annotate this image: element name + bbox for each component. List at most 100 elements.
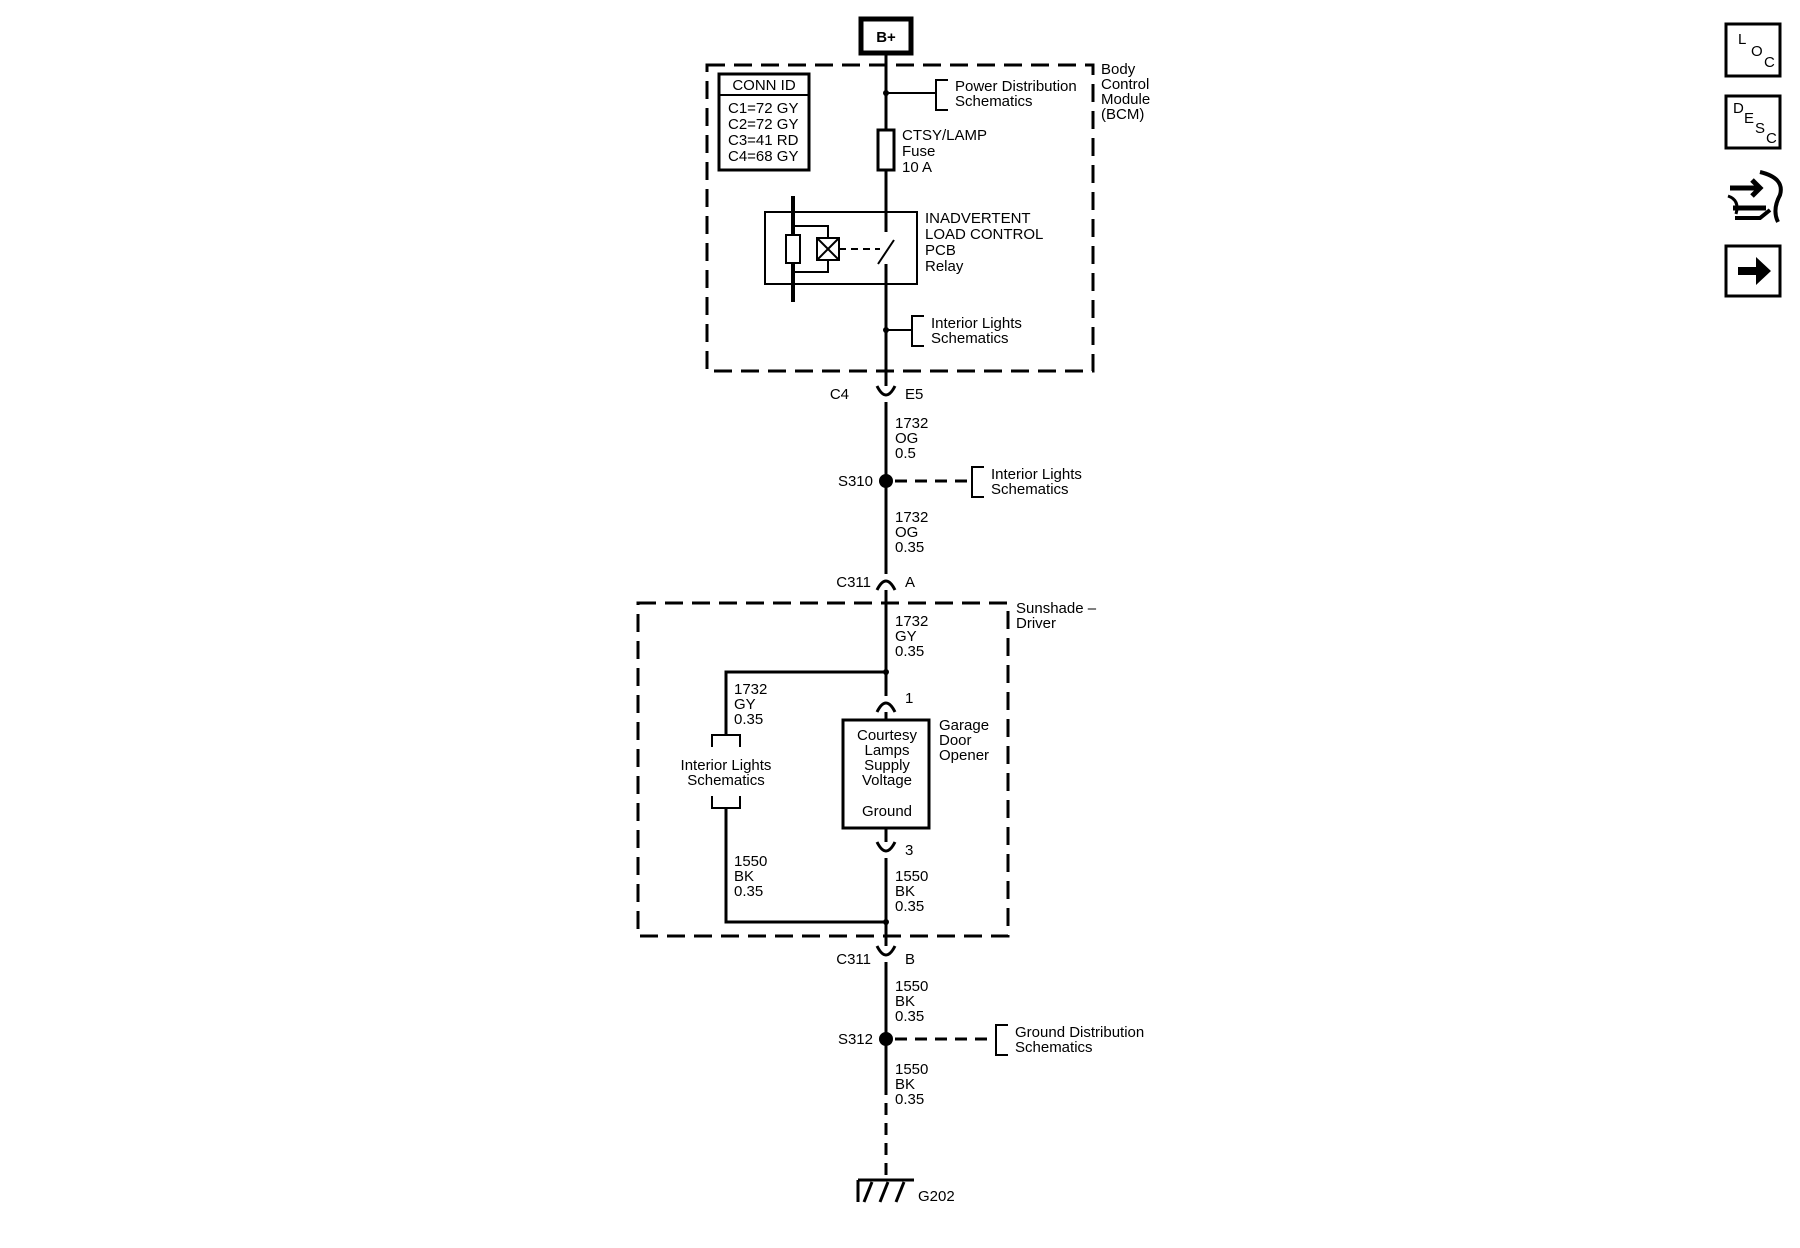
wire-out-circuit: 1550	[895, 868, 928, 885]
power-source-b-plus: B+	[858, 16, 914, 56]
wire-4-label: 1550 BK 0.35	[895, 1061, 928, 1108]
ground-label: G202	[918, 1188, 955, 1205]
sunshade-left-wire-bottom-label: 1550 BK 0.35	[734, 853, 767, 900]
relay-label-4: Relay	[925, 258, 964, 275]
s310-ref-1: Interior Lights	[991, 466, 1082, 483]
box-text-1: Courtesy	[857, 727, 918, 744]
power-ref-line-2: Schematics	[955, 93, 1033, 110]
conn-id-table: CONN ID C1=72 GY C2=72 GY C3=41 RD C4=68…	[717, 72, 811, 172]
loc-button[interactable]: L O C	[1724, 22, 1782, 78]
wire-1-circuit: 1732	[895, 415, 928, 432]
sunshade-wire-in-color: GY	[895, 628, 917, 645]
sunshade-wire-in-label: 1732 GY 0.35	[895, 613, 928, 660]
sunshade-wire-in-gauge: 0.35	[895, 643, 924, 660]
component-label-3: Opener	[939, 747, 989, 764]
wire-3-circuit: 1550	[895, 978, 928, 995]
desc-letter-c: C	[1766, 130, 1777, 147]
sunshade-interior-lights-ref: Interior Lights Schematics	[681, 734, 772, 809]
wire-out-color: BK	[895, 883, 915, 900]
power-distribution-ref: Power Distribution Schematics	[883, 78, 1077, 111]
desc-letter-e: E	[1744, 110, 1754, 127]
sunshade-interior-ref-2: Schematics	[687, 772, 765, 789]
garage-door-opener: Courtesy Lamps Supply Voltage Ground Gar…	[841, 717, 989, 830]
pin-1-label: 1	[905, 690, 913, 707]
left-top-color: GY	[734, 696, 756, 713]
sunshade-label-1: Sunshade –	[1016, 600, 1097, 617]
sunshade-wire-in-circuit: 1732	[895, 613, 928, 630]
sunshade-label-2: Driver	[1016, 615, 1056, 632]
conn-id-row-2: C2=72 GY	[728, 116, 798, 133]
wire-4-gauge: 0.35	[895, 1091, 924, 1108]
bcm-interior-lights-ref: Interior Lights Schematics	[883, 315, 1022, 347]
wire-2-label: 1732 OG 0.35	[895, 509, 928, 556]
bcm-label-4: (BCM)	[1101, 106, 1144, 123]
box-text-4: Voltage	[862, 772, 912, 789]
power-source-label: B+	[876, 29, 896, 46]
wire-3-label: 1550 BK 0.35	[895, 978, 928, 1025]
connector-c311a-right: A	[905, 574, 915, 591]
s310-ref-2: Schematics	[991, 481, 1069, 498]
wire-3-gauge: 0.35	[895, 1008, 924, 1025]
loc-letter-o: O	[1751, 43, 1763, 60]
bcm-interior-ref-2: Schematics	[931, 330, 1009, 347]
conn-id-row-1: C1=72 GY	[728, 100, 798, 117]
connector-c4: C4 E5	[830, 385, 923, 403]
conn-id-row-3: C3=41 RD	[728, 132, 799, 149]
component-label-2: Door	[939, 732, 972, 749]
s312-ref-1: Ground Distribution	[1015, 1024, 1144, 1041]
loc-letter-c: C	[1764, 54, 1775, 71]
wire-out-gauge: 0.35	[895, 898, 924, 915]
fuse-label-1: CTSY/LAMP	[902, 127, 987, 144]
arrow-right-icon	[1738, 257, 1771, 285]
connector-c311a-left: C311	[836, 574, 871, 591]
left-bottom-color: BK	[734, 868, 754, 885]
left-top-circuit: 1732	[734, 681, 767, 698]
wire-2-color: OG	[895, 524, 918, 541]
component-label-1: Garage	[939, 717, 989, 734]
sunshade-left-wire-top-label: 1732 GY 0.35	[734, 681, 767, 728]
splice-s310: S310 Interior Lights Schematics	[838, 466, 1082, 498]
bcm-interior-ref-1: Interior Lights	[931, 315, 1022, 332]
connector-c311b-left: C311	[836, 951, 871, 968]
connector-c4-right: E5	[905, 386, 923, 403]
wire-1-gauge: 0.5	[895, 445, 916, 462]
connector-icon[interactable]	[1727, 170, 1783, 223]
wire-1-color: OG	[895, 430, 918, 447]
sunshade-interior-ref-1: Interior Lights	[681, 757, 772, 774]
desc-letter-d: D	[1733, 100, 1744, 117]
left-top-gauge: 0.35	[734, 711, 763, 728]
desc-letter-s: S	[1755, 120, 1765, 137]
conn-id-title: CONN ID	[732, 77, 796, 94]
pin-1: 1	[875, 690, 913, 713]
box-text-3: Supply	[864, 757, 910, 774]
relay-inadvertent-load: INADVERTENT LOAD CONTROL PCB Relay	[764, 196, 1043, 302]
conn-id-row-4: C4=68 GY	[728, 148, 798, 165]
connector-c311-a: C311 A	[836, 574, 915, 591]
box-ground: Ground	[862, 803, 912, 820]
relay-label-2: LOAD CONTROL	[925, 226, 1043, 243]
wire-4-color: BK	[895, 1076, 915, 1093]
connector-c4-left: C4	[830, 386, 849, 403]
fuse-ctsy-lamp: CTSY/LAMP Fuse 10 A	[876, 127, 987, 176]
wire-4-circuit: 1550	[895, 1061, 928, 1078]
left-bottom-circuit: 1550	[734, 853, 767, 870]
loc-letter-l: L	[1738, 31, 1746, 48]
sunshade-driver-module: Sunshade – Driver	[636, 600, 1097, 938]
sunshade-wire-out-label: 1550 BK 0.35	[895, 868, 928, 915]
fuse-label-2: Fuse	[902, 143, 935, 160]
pin-3: 3	[875, 841, 913, 859]
bcm-label-3: Module	[1101, 91, 1150, 108]
left-bottom-gauge: 0.35	[734, 883, 763, 900]
splice-s312: S312 Ground Distribution Schematics	[838, 1024, 1144, 1056]
bcm-module: Body Control Module (BCM)	[705, 61, 1150, 373]
s312-ref-2: Schematics	[1015, 1039, 1093, 1056]
bcm-label-2: Control	[1101, 76, 1149, 93]
next-arrow-button[interactable]	[1724, 244, 1782, 298]
wire-2-circuit: 1732	[895, 509, 928, 526]
wire-2-gauge: 0.35	[895, 539, 924, 556]
wire-1-label: 1732 OG 0.5	[895, 415, 928, 462]
connector-c311b-right: B	[905, 951, 915, 968]
splice-s310-label: S310	[838, 473, 873, 490]
desc-button[interactable]: D E S C	[1724, 94, 1782, 150]
